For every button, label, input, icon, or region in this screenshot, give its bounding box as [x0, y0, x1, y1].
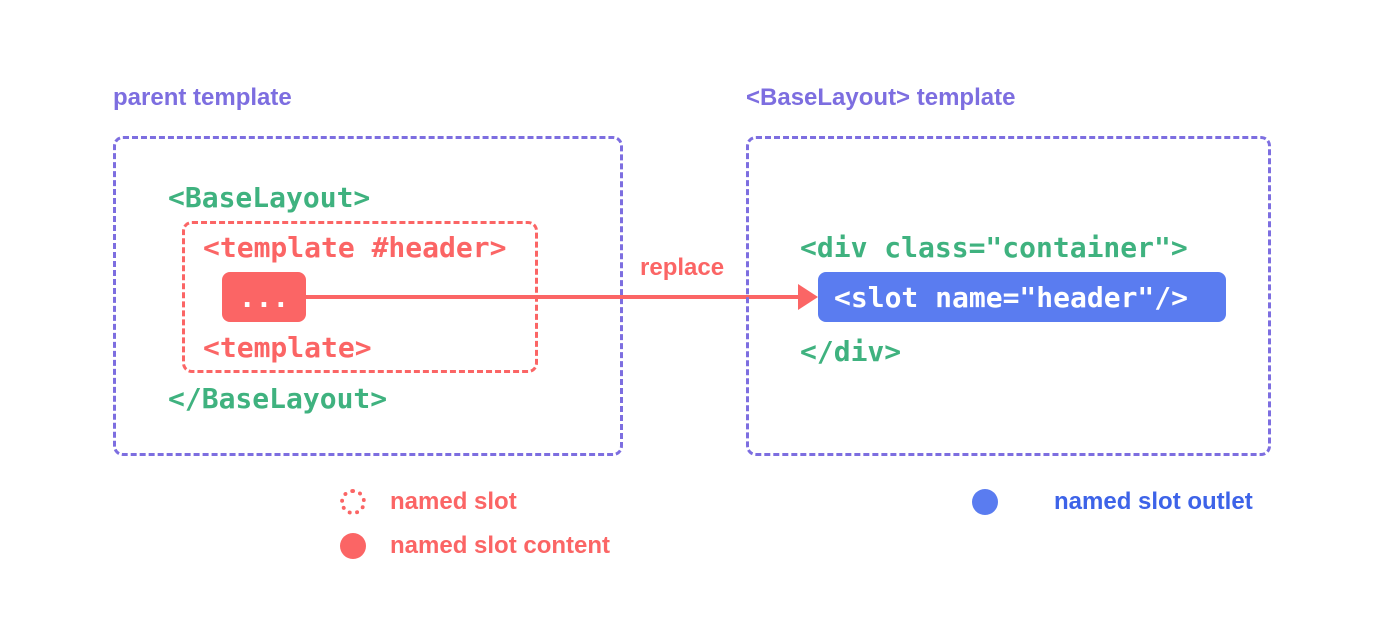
template-close-tag: <template>	[203, 331, 372, 364]
div-close-tag: </div>	[800, 335, 902, 368]
baselayout-open-tag: <BaseLayout>	[168, 181, 371, 214]
template-header-open-tag: <template #header>	[203, 231, 507, 264]
baselayout-template-title: <BaseLayout> template	[746, 84, 1016, 111]
slot-content-ellipsis: ...	[238, 280, 290, 314]
legend-named-slot-outlet-label: named slot outlet	[1054, 488, 1253, 515]
legend-red-circle-icon	[340, 533, 366, 559]
legend-blue-circle-icon	[972, 489, 998, 515]
div-container-open-tag: <div class="container">	[800, 231, 1188, 264]
legend-named-slot-content-label: named slot content	[390, 532, 611, 559]
legend-named-slot-label: named slot	[390, 488, 517, 515]
replace-arrow-head-icon	[798, 284, 818, 310]
baselayout-template-box	[746, 136, 1271, 456]
named-slot-content-box: ...	[222, 272, 306, 322]
named-slot-outlet-box: <slot name="header"/>	[818, 272, 1226, 322]
replace-label: replace	[640, 254, 725, 281]
baselayout-close-tag: </BaseLayout>	[168, 382, 388, 415]
legend-dotted-circle-icon	[340, 489, 366, 515]
parent-template-title: parent template	[113, 84, 292, 111]
slot-outlet-code: <slot name="header"/>	[834, 280, 1189, 314]
replace-arrow-line	[304, 295, 800, 299]
